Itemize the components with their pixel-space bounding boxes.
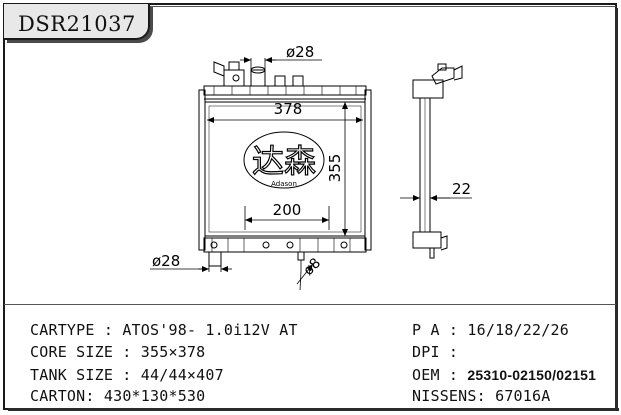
side-bottom-outlet: [440, 235, 448, 251]
dim-side-depth: 22: [400, 180, 472, 201]
dim-core-width-label: 378: [274, 100, 303, 118]
spec-row-pa: P A : 16/18/22/26: [412, 321, 569, 339]
dim-drain: ø8: [296, 255, 324, 291]
brand-stamp: 达森 Adason: [243, 131, 325, 189]
dim-top-inlet: ø28: [240, 43, 322, 70]
side-filler-neck: [431, 67, 455, 85]
dim-side-depth-label: 22: [452, 180, 471, 198]
spec-divider: [4, 304, 616, 305]
brand-latin: Adason: [271, 180, 297, 188]
brand-chinese: 达森: [252, 142, 316, 180]
spec-row-core-size: CORE SIZE : 355×378: [30, 343, 206, 361]
dim-core-height-label: 355: [326, 154, 344, 183]
drain-plug: [297, 251, 305, 261]
side-bottom-tank: [412, 231, 442, 249]
spec-row-tank-size: TANK SIZE : 44/44×407: [30, 366, 224, 384]
right-side-plate: [364, 89, 372, 251]
model-code-tab: DSR21037: [4, 4, 150, 40]
dim-top-inlet-label: ø28: [286, 43, 314, 61]
spec-row-carton: CARTON: 430*130*530: [30, 387, 206, 405]
top-tank: [203, 85, 367, 96]
spec-row-cartype: CARTYPE : ATOS'98- 1.0i12V AT: [30, 321, 298, 339]
frame-shadow-right: [615, 8, 618, 411]
dim-bottom-outlet: ø28: [150, 252, 232, 272]
top-inlet-pipe: [250, 66, 266, 87]
left-side-plate: [198, 89, 206, 251]
title-rule: [150, 6, 616, 7]
dim-bracket-spacing-label: 200: [273, 201, 302, 219]
bottom-tank: [203, 237, 367, 253]
spec-row-dpi: DPI :: [412, 343, 468, 361]
side-view: [412, 63, 463, 259]
radiator-core: [204, 101, 366, 237]
spec-row-oem: OEM : 25310-02150/02151: [412, 366, 597, 384]
dim-bracket-spacing: 200: [244, 201, 330, 230]
bottom-outlet-pipe: [208, 251, 222, 267]
dim-bottom-outlet-label: ø28: [152, 252, 180, 270]
frame-shadow-bottom: [8, 408, 619, 411]
filler-cap: [213, 61, 245, 87]
spec-row-nissens: NISSENS: 67016A: [412, 387, 551, 405]
dim-core-width: 378: [207, 100, 363, 123]
model-code: DSR21037: [18, 12, 136, 36]
dim-core-height: 355: [326, 102, 348, 236]
